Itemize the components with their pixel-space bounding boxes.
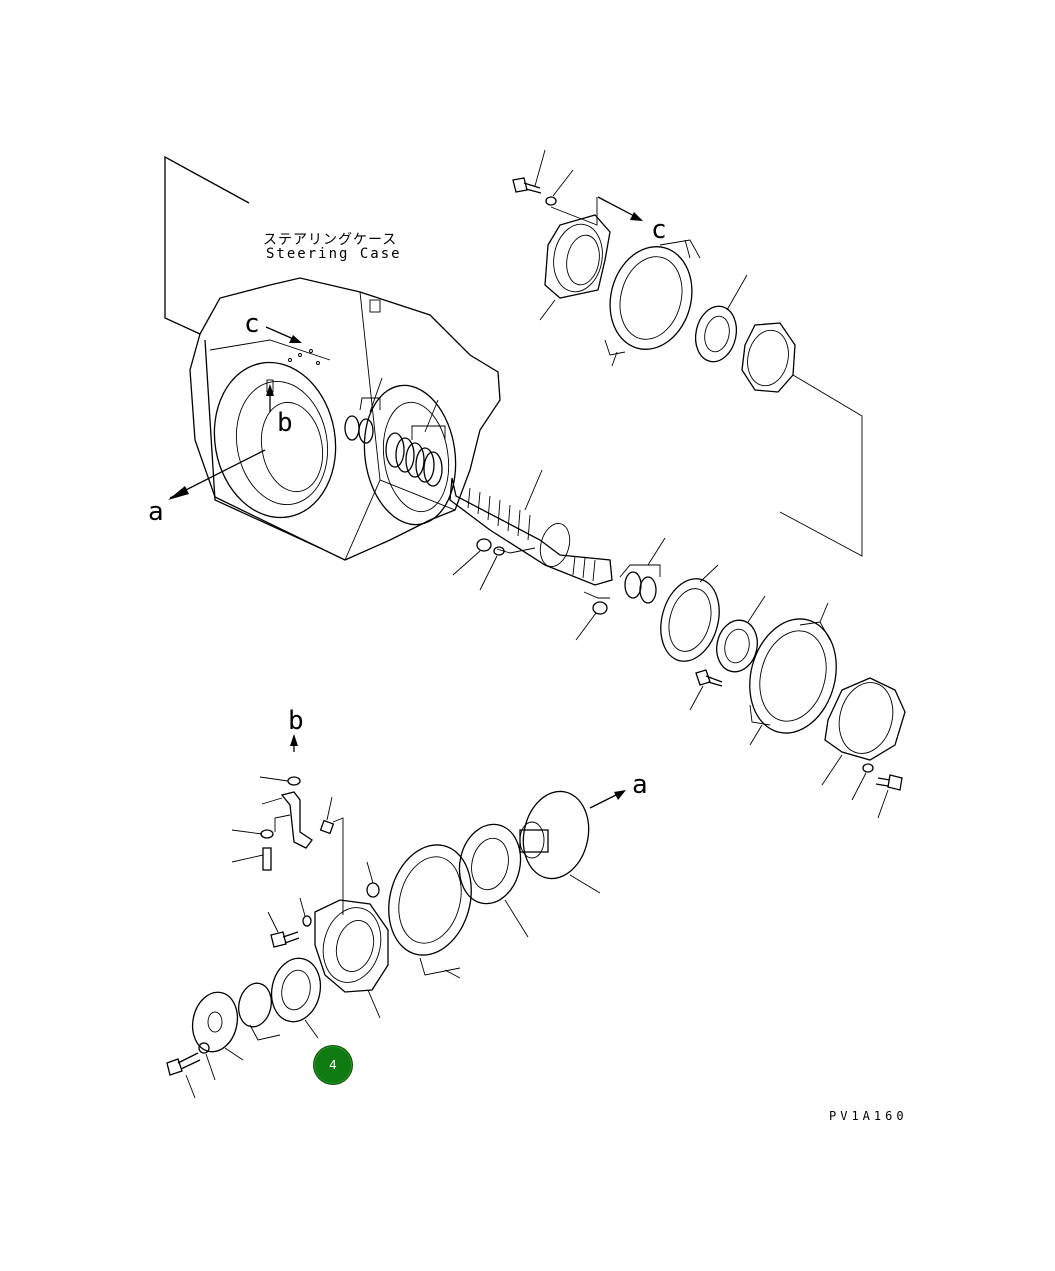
right-gasket: [749, 602, 837, 746]
lower-bearing-large: [458, 823, 529, 938]
page-number-label: 4: [329, 1058, 337, 1072]
shaft-nut: [452, 538, 536, 591]
upper-bolt: [512, 149, 546, 194]
lower-end-bolt: [166, 1052, 201, 1099]
arrow-a-right: [589, 790, 626, 809]
callout-c-upper: c: [651, 215, 667, 245]
diagram-title-japanese: ステアリングケース: [263, 232, 398, 248]
lower-bearing-small: [270, 957, 322, 1039]
callout-b-lower: b: [288, 706, 304, 736]
lower-shim: [238, 982, 281, 1041]
callout-a-right: a: [632, 770, 648, 800]
lower-end-washer: [198, 1042, 216, 1081]
upper-cover: [539, 214, 611, 321]
arrow-c-upper: [597, 196, 643, 221]
right-end-bolt: [875, 774, 903, 819]
drawing-code: PV1A160: [829, 1109, 908, 1123]
main-shaft: [449, 469, 613, 586]
right-bolt: [689, 669, 723, 711]
arrow-b-lower: [290, 734, 298, 752]
lower-end-plate: [191, 991, 244, 1061]
steering-case-housing: [164, 155, 501, 561]
upper-gasket: [604, 239, 701, 367]
right-washer: [851, 763, 874, 801]
page-number-badge[interactable]: 4: [313, 1045, 353, 1085]
right-seal-rings: [619, 537, 666, 604]
diagram-title-english: Steering Case: [266, 246, 402, 262]
spring-pack: [385, 432, 443, 487]
arrow-c-case: [265, 326, 302, 343]
lower-gasket: [388, 844, 472, 979]
upper-bearing: [694, 274, 748, 363]
right-bearing: [716, 595, 766, 673]
shaft-bolt: [575, 591, 610, 641]
callout-a-left: a: [148, 497, 164, 527]
lower-cover: [314, 899, 389, 1019]
lower-nut: [366, 861, 380, 898]
lower-bolt-small: [319, 796, 344, 915]
lower-washer: [299, 897, 312, 927]
arrow-b-case: [266, 384, 274, 412]
right-carrier: [660, 564, 720, 662]
lower-gear: [519, 790, 601, 894]
upper-washer: [545, 169, 574, 206]
arrow-a-left: [168, 449, 266, 500]
lower-tube: [231, 776, 313, 871]
upper-hub: [741, 322, 796, 393]
callout-b-upper: b: [277, 408, 293, 438]
right-cover: [821, 677, 906, 786]
lower-bolt: [267, 911, 300, 948]
callout-c-case: c: [244, 309, 260, 339]
